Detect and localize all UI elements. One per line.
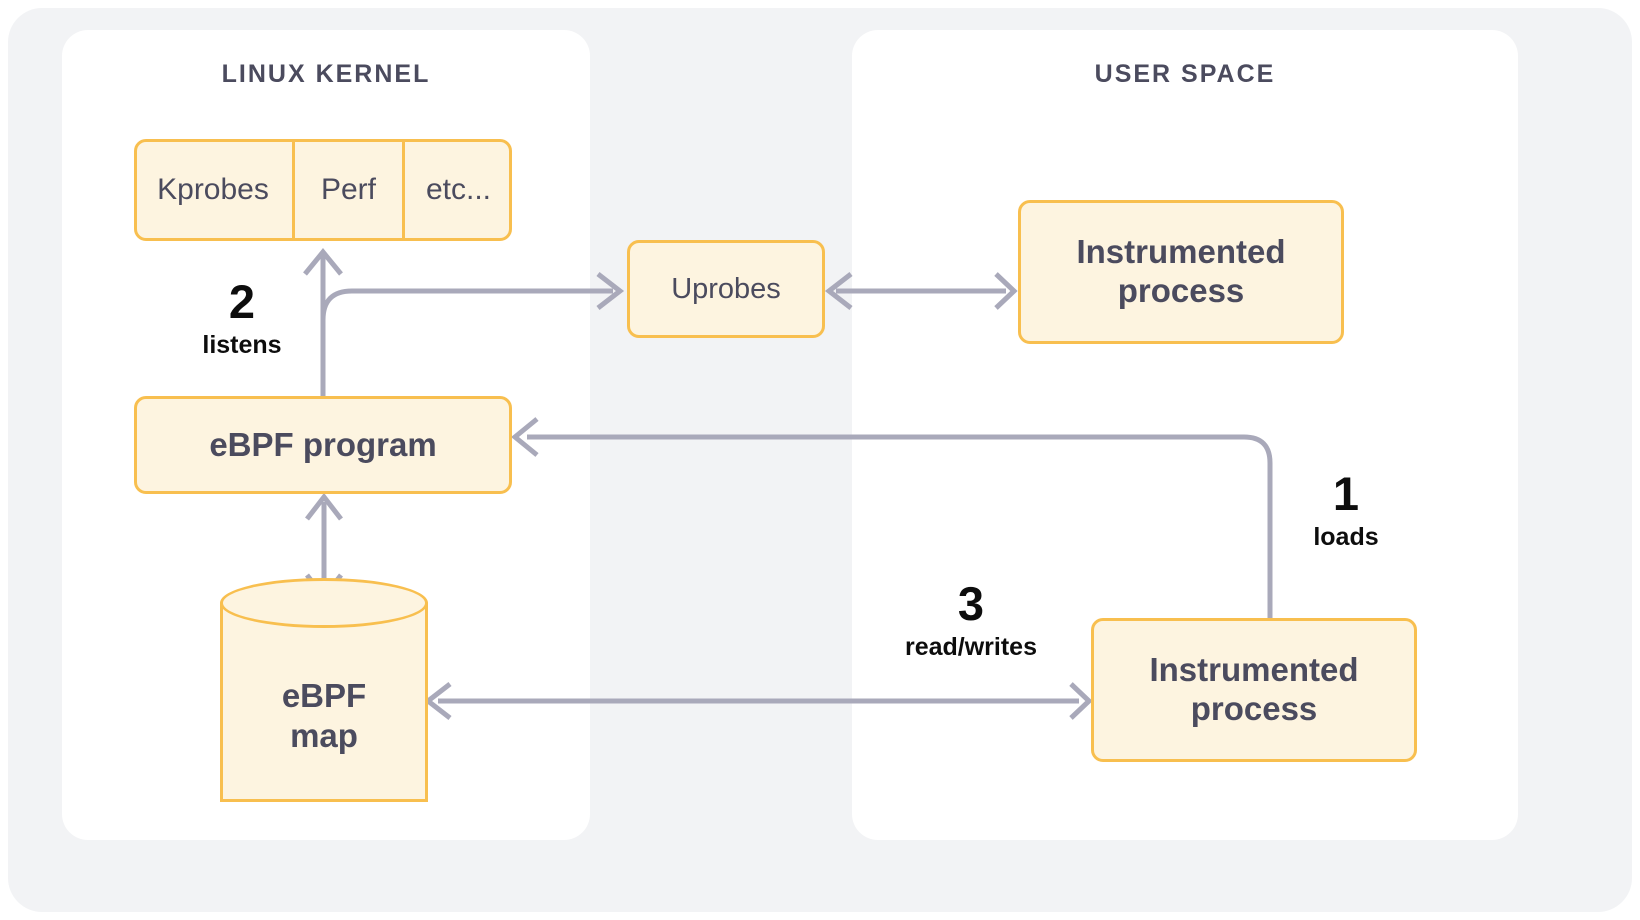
node-label: Instrumented process — [1149, 651, 1358, 729]
step-number: 3 — [957, 577, 985, 630]
probe-cell-label: Perf — [320, 173, 377, 207]
node-label-line1: eBPF — [281, 677, 367, 715]
probe-cell-perf[interactable]: Perf — [292, 142, 402, 238]
step-number: 2 — [228, 275, 256, 328]
node-ebpf-program[interactable]: eBPF program — [134, 396, 512, 494]
step-caption: listens — [202, 331, 282, 359]
step-label-3: 3 read/writes — [878, 580, 1064, 662]
node-label: Instrumented process — [1076, 233, 1285, 311]
node-ebpf-map[interactable]: eBPF map — [220, 578, 428, 802]
node-label: eBPF program — [209, 425, 437, 463]
step-label-2: 2 listens — [176, 278, 308, 360]
node-instrumented-process-bottom[interactable]: Instrumented process — [1091, 618, 1417, 762]
step-caption: read/writes — [904, 633, 1037, 661]
node-label-line1: Instrumented — [1149, 651, 1359, 689]
probe-cell-etc[interactable]: etc... — [402, 142, 509, 238]
step-label-1: 1 loads — [1292, 470, 1400, 552]
cylinder-top-ellipse — [220, 578, 428, 628]
node-label: Uprobes — [671, 272, 781, 305]
step-number: 1 — [1332, 467, 1360, 520]
node-label-line2: process — [1190, 690, 1318, 727]
node-label: eBPF map — [220, 636, 428, 796]
probe-cell-kprobes[interactable]: Kprobes — [137, 142, 292, 238]
node-label-line2: process — [1117, 272, 1245, 309]
panel-title-user-space: USER SPACE — [1094, 60, 1276, 88]
node-label-line2: map — [290, 717, 358, 754]
node-uprobes[interactable]: Uprobes — [627, 240, 825, 338]
panel-title-linux-kernel: LINUX KERNEL — [221, 60, 431, 88]
probe-strip: Kprobes Perf etc... — [134, 139, 512, 241]
probe-cell-label: Kprobes — [157, 173, 269, 207]
cylinder-body — [220, 603, 428, 802]
node-instrumented-process-top[interactable]: Instrumented process — [1018, 200, 1344, 344]
step-caption: loads — [1313, 523, 1379, 551]
node-label-line1: Instrumented — [1076, 233, 1286, 271]
probe-cell-label: etc... — [425, 173, 492, 207]
